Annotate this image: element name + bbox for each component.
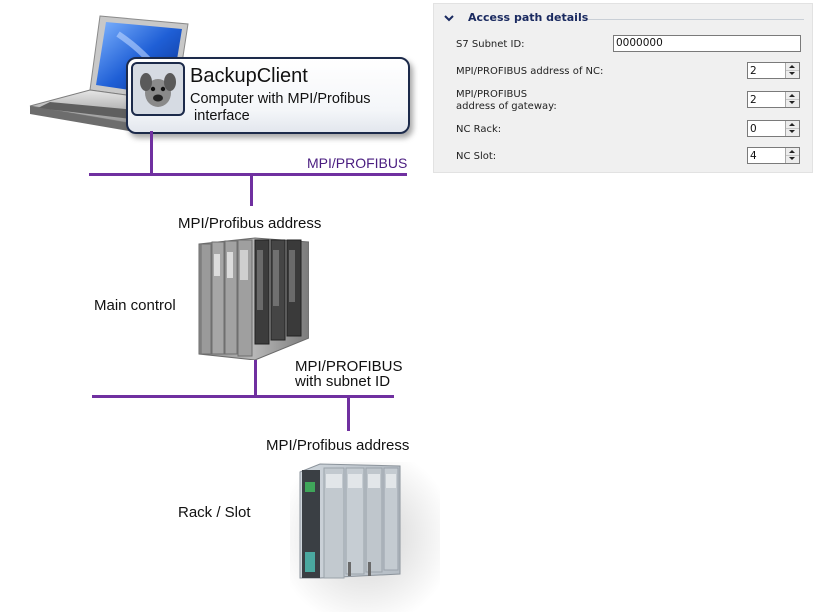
decrement-button[interactable] — [786, 70, 799, 77]
arrow-up-icon — [789, 65, 795, 68]
network-diagram: BackupClient Computer with MPI/Profibus … — [29, 15, 440, 612]
nc-slot-value[interactable]: 4 — [750, 150, 757, 162]
client-drop-line — [150, 131, 153, 175]
main-control-label: Main control — [94, 297, 176, 314]
arrow-up-icon — [789, 123, 795, 126]
increment-button[interactable] — [786, 63, 799, 71]
gateway-address-value[interactable]: 2 — [750, 94, 757, 106]
increment-button[interactable] — [786, 92, 799, 100]
backup-client-box: BackupClient Computer with MPI/Profibus … — [126, 57, 410, 134]
increment-button[interactable] — [786, 121, 799, 129]
arrow-up-icon — [789, 150, 795, 153]
bottom-bus-line — [92, 395, 394, 398]
increment-button[interactable] — [786, 148, 799, 156]
bottom-bus-label-line2: with subnet ID — [295, 373, 391, 390]
panel-divider — [588, 19, 804, 20]
subnet-id-label: S7 Subnet ID: — [456, 39, 525, 50]
panel-title: Access path details — [468, 11, 589, 24]
nc-address-label: MPI/PROFIBUS address of NC: — [456, 66, 604, 77]
client-title: BackupClient — [190, 65, 308, 87]
arrow-down-icon — [789, 130, 795, 133]
main-control-address-label: MPI/Profibus address — [178, 215, 322, 232]
stepper-buttons — [785, 63, 799, 78]
decrement-button[interactable] — [786, 128, 799, 135]
drive-drop-line — [347, 397, 350, 431]
nc-rack-value[interactable]: 0 — [750, 123, 757, 135]
plc-rack-icon — [198, 237, 309, 360]
access-path-panel: Access path details S7 Subnet ID: 000000… — [433, 3, 813, 173]
nc-slot-label: NC Slot: — [456, 151, 497, 162]
panel-header[interactable]: Access path details — [442, 9, 804, 27]
arrow-down-icon — [789, 72, 795, 75]
drive-module-icon — [290, 462, 440, 612]
gateway-address-label-line1: MPI/PROFIBUS — [456, 89, 528, 100]
stepper-buttons — [785, 92, 799, 107]
main-control-bus-drop-line — [254, 360, 257, 397]
client-subtitle: Computer with MPI/Profibus interface — [190, 91, 371, 124]
drive-address-label: MPI/Profibus address — [266, 437, 410, 454]
gateway-address-stepper[interactable]: 2 — [747, 91, 800, 108]
nc-address-value[interactable]: 2 — [750, 65, 757, 77]
nc-rack-stepper[interactable]: 0 — [747, 120, 800, 137]
nc-slot-stepper[interactable]: 4 — [747, 147, 800, 164]
stepper-buttons — [785, 148, 799, 163]
nc-address-stepper[interactable]: 2 — [747, 62, 800, 79]
drive-label: Rack / Slot — [178, 504, 251, 521]
decrement-button[interactable] — [786, 99, 799, 106]
stepper-buttons — [785, 121, 799, 136]
subnet-id-input[interactable]: 0000000 — [613, 35, 801, 52]
nc-rack-label: NC Rack: — [456, 124, 502, 135]
arrow-down-icon — [789, 101, 795, 104]
chevron-down-icon[interactable] — [442, 11, 456, 25]
decrement-button[interactable] — [786, 155, 799, 162]
top-bus-label: MPI/PROFIBUS — [307, 155, 408, 171]
main-control-drop-line — [250, 173, 253, 206]
gateway-address-label-line2: address of gateway: — [456, 101, 557, 112]
arrow-up-icon — [789, 94, 795, 97]
arrow-down-icon — [789, 157, 795, 160]
top-bus-line — [89, 173, 407, 176]
dog-face-icon — [131, 62, 185, 116]
bottom-bus-label-line1: MPI/PROFIBUS — [295, 358, 403, 375]
